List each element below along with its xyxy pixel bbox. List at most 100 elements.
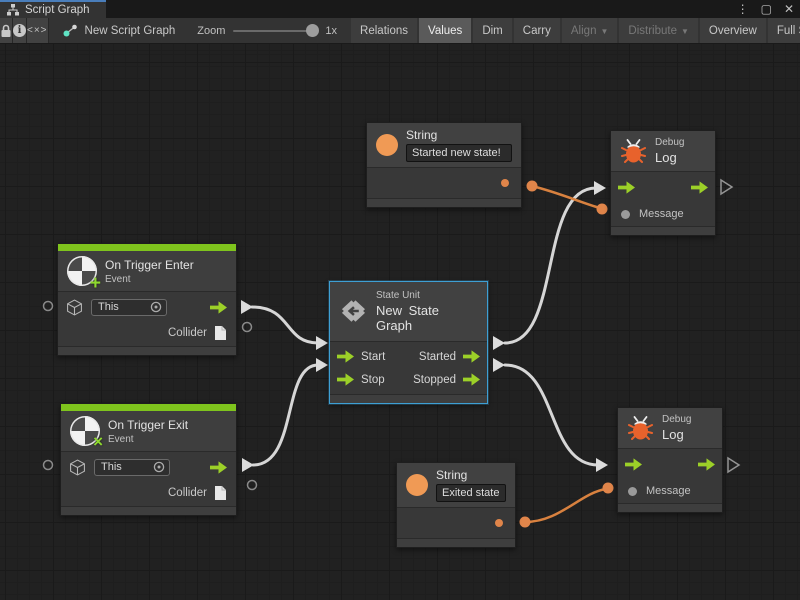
flow-input-arrow-icon[interactable] (625, 457, 642, 471)
value-wire-dot[interactable] (602, 482, 614, 494)
node-debug-log-top[interactable]: Debug Log Message (610, 130, 716, 236)
graph-identity: New Script Graph (63, 18, 176, 43)
unconnected-value-port[interactable] (241, 321, 253, 333)
unconnected-flow-cap[interactable] (720, 178, 734, 196)
lock-icon (1, 24, 11, 37)
string-output-port[interactable] (495, 519, 503, 527)
graph-toolbar: i <×> New Script Graph Zoom 1x Relations… (0, 18, 800, 44)
flow-output-arrow-icon[interactable] (691, 180, 708, 194)
node-footer (367, 198, 521, 207)
flow-arrowhead (594, 181, 606, 195)
value-wire-dot[interactable] (526, 180, 538, 192)
info-button[interactable]: i (13, 18, 27, 43)
graph-canvas[interactable]: String Started new state! (0, 44, 800, 600)
flow-input-arrow-icon[interactable] (337, 373, 354, 386)
gameobject-cube-icon (67, 298, 82, 316)
distribute-dropdown[interactable]: Distribute▼ (619, 18, 698, 43)
node-debug-log-bottom[interactable]: Debug Log Message (617, 407, 723, 513)
target-object-field[interactable]: This (91, 298, 167, 316)
value-wire-dot[interactable] (596, 203, 608, 215)
flow-output-arrow-icon[interactable] (698, 457, 715, 471)
node-string-bottom[interactable]: String Exited state (396, 462, 516, 548)
message-input-port[interactable] (628, 486, 637, 496)
wire-trigger-enter-to-start[interactable] (250, 305, 320, 345)
flow-output-arrow-icon[interactable] (210, 300, 227, 314)
tab-script-graph[interactable]: Script Graph (0, 0, 106, 18)
target-value: This (101, 461, 122, 473)
plus-badge-icon: + (89, 273, 101, 294)
relations-button[interactable]: Relations (351, 18, 417, 43)
value-wire-dot[interactable] (519, 516, 531, 528)
node-string-top[interactable]: String Started new state! (366, 122, 522, 208)
maximize-icon[interactable]: ▢ (760, 2, 772, 16)
node-header: + On Trigger Enter Event (58, 251, 236, 294)
flow-input-arrow-icon[interactable] (618, 180, 635, 194)
wire-started-to-debug-top[interactable] (503, 186, 598, 345)
flow-arrowhead (316, 358, 328, 372)
unconnected-flow-cap[interactable] (727, 456, 741, 474)
overview-button[interactable]: Overview (699, 18, 766, 43)
wire-trigger-exit-to-stop[interactable] (251, 363, 320, 467)
chevron-down-icon: ▼ (680, 27, 689, 36)
carry-button[interactable]: Carry (513, 18, 560, 43)
node-subtitle: Event (108, 433, 134, 445)
message-input-row: Message (611, 202, 715, 226)
flow-source-cap[interactable] (493, 358, 505, 372)
close-icon[interactable]: ✕ (783, 2, 794, 16)
graph-name-label: New Script Graph (84, 24, 176, 37)
node-on-trigger-enter[interactable]: + On Trigger Enter Event This (57, 243, 237, 356)
collider-doc-icon[interactable] (214, 325, 227, 341)
flow-output-arrow-icon[interactable] (463, 373, 480, 386)
lock-button[interactable] (0, 18, 13, 43)
dim-button[interactable]: Dim (473, 18, 512, 43)
message-input-port[interactable] (621, 209, 630, 219)
wire-stopped-to-debug-bottom[interactable] (503, 363, 600, 467)
distribute-label: Distribute (628, 24, 677, 37)
flow-source-cap[interactable] (493, 336, 505, 350)
stop-input-label: Stop (361, 373, 385, 386)
node-title: String (406, 128, 438, 142)
event-accent-bar (61, 404, 236, 411)
wire-layer (42, 178, 741, 528)
string-value-input[interactable]: Exited state (436, 484, 506, 502)
wire-string-bottom-to-message[interactable] (523, 487, 608, 524)
collider-doc-icon[interactable] (214, 485, 227, 501)
chevron-down-icon: ▼ (600, 27, 609, 36)
object-picker-icon[interactable] (150, 301, 162, 313)
string-output-port[interactable] (501, 179, 509, 187)
node-on-trigger-exit[interactable]: × On Trigger Exit Event This (60, 403, 237, 516)
state-row-stop: Stop Stopped (330, 368, 487, 391)
flow-output-arrow-icon[interactable] (210, 460, 227, 474)
menu-icon[interactable]: ⋮ (736, 2, 749, 16)
unconnected-value-port[interactable] (42, 300, 54, 312)
flow-source-cap[interactable] (241, 300, 253, 314)
align-dropdown[interactable]: Align▼ (561, 18, 618, 43)
message-input-row: Message (618, 479, 722, 503)
code-view-button[interactable]: <×> (27, 18, 49, 43)
full-screen-button[interactable]: Full Screen (767, 18, 800, 43)
zoom-slider-handle[interactable] (306, 24, 320, 37)
zoom-slider[interactable] (233, 24, 320, 37)
wire-string-top-to-message[interactable] (530, 184, 602, 210)
toolbar-toggles: Relations Values Dim Carry Align▼ Distri… (349, 18, 800, 43)
node-body (397, 507, 515, 538)
target-port-row: This (61, 452, 236, 480)
node-body: Start Started Stop Stopped (330, 341, 487, 394)
flow-input-arrow-icon[interactable] (337, 350, 354, 363)
flow-output-arrow-icon[interactable] (463, 350, 480, 363)
unconnected-value-port[interactable] (42, 459, 54, 471)
full-screen-label: Full Screen (776, 24, 800, 37)
object-picker-icon[interactable] (153, 461, 165, 473)
node-title: New State Graph (375, 303, 439, 333)
string-value-input[interactable]: Started new state! (406, 144, 512, 162)
values-button[interactable]: Values (419, 18, 472, 43)
collider-label: Collider (168, 327, 207, 339)
target-object-field[interactable]: This (94, 458, 170, 476)
node-footer (611, 226, 715, 235)
flow-source-cap[interactable] (242, 458, 254, 472)
flow-port-row (611, 172, 715, 202)
node-state-unit[interactable]: State Unit New State Graph Start Started (329, 281, 488, 404)
unconnected-value-port[interactable] (246, 479, 258, 491)
node-title: On Trigger Exit (108, 417, 189, 432)
